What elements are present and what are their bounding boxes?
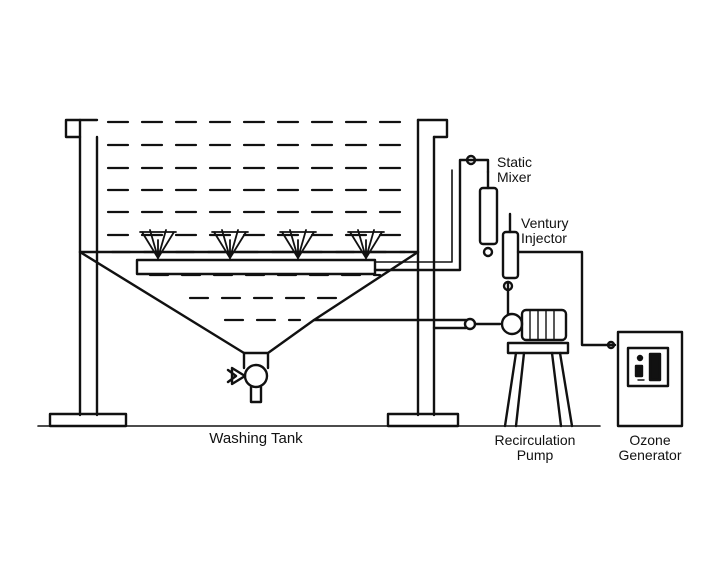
mixer-fitting (482, 246, 494, 258)
pipe-valve (463, 317, 477, 331)
spray-nozzle (279, 229, 317, 261)
ozone-gas-line (516, 250, 617, 350)
manifold-pipe (135, 258, 377, 276)
spray-nozzle (139, 229, 177, 261)
injector-body (501, 230, 520, 280)
outlet-pipe (432, 317, 502, 331)
recirculation-pump (500, 308, 574, 428)
recirculation-pump-label: Recirculation Pump (494, 432, 576, 463)
pump-stand-legs (503, 351, 574, 428)
generator-panel (626, 346, 670, 388)
pump-to-injector-pipe (502, 280, 514, 316)
ozone-generator-label: Ozone Generator (618, 432, 682, 463)
ozone-generator (616, 330, 684, 428)
spray-nozzle (347, 229, 385, 261)
motor-ribs (529, 309, 555, 341)
venturi-injector-label: Ventury Injector (521, 215, 569, 246)
drain-valve (226, 363, 269, 404)
tank-left-wall (78, 118, 99, 417)
drain-pipe (249, 385, 263, 404)
generator-display (648, 352, 662, 382)
tank-left-rim (64, 118, 99, 139)
hopper (78, 250, 436, 355)
pump-motor (520, 308, 568, 342)
tank-right-rim (416, 118, 449, 139)
washing-tank-label: Washing Tank (209, 430, 303, 447)
pump-stand-top (506, 341, 570, 355)
spray-manifold (135, 229, 385, 276)
washing-tank (37, 118, 601, 428)
mixer-body (478, 186, 499, 246)
top-fitting (465, 154, 477, 166)
static-mixer-label: Static Mixer (497, 154, 533, 185)
valve-handle (226, 366, 247, 386)
spray-nozzle (211, 229, 249, 261)
tank-right-wall (416, 118, 436, 417)
mixer-to-manifold-pipe (373, 154, 490, 272)
water-dashes (106, 120, 410, 322)
hopper-outlet (242, 318, 316, 370)
static-mixer (478, 170, 499, 258)
pipe-fitting (502, 280, 514, 292)
pump-casing (500, 312, 524, 336)
venturi-injector (501, 212, 520, 280)
right-base-plate (386, 412, 460, 428)
valve-body (243, 363, 269, 389)
left-base-plate (48, 412, 128, 428)
generator-cabinet (616, 330, 684, 428)
